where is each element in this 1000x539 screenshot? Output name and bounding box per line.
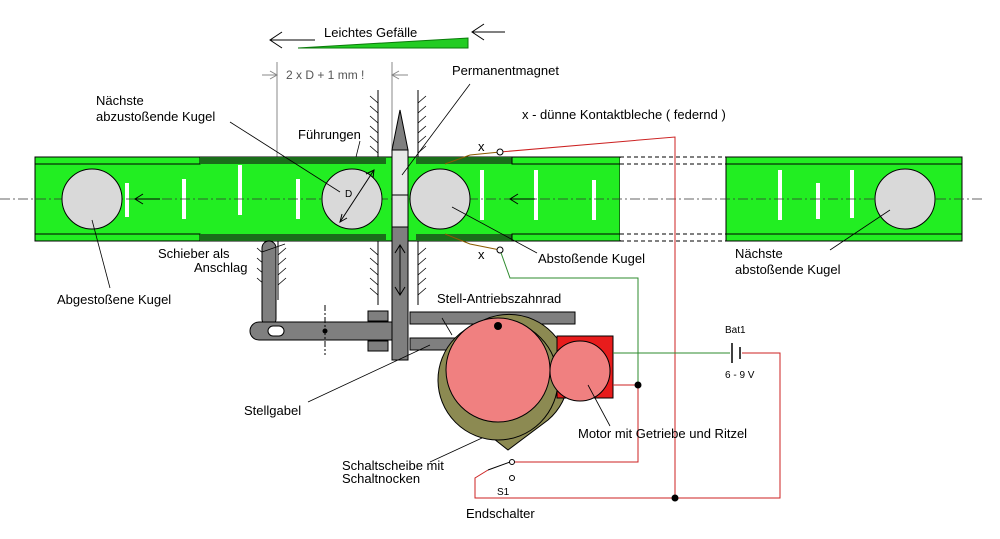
contacts-label: x - dünne Kontaktbleche ( federnd )	[522, 107, 726, 122]
cam-disc-label-2: Schaltnocken	[342, 471, 420, 486]
fork-label: Stellgabel	[244, 403, 301, 418]
slope-indicator: Leichtes Gefälle	[269, 23, 505, 49]
drive-gear-label: Stell-Antriebszahnrad	[437, 291, 561, 306]
permanent-magnet-label: Permanentmagnet	[452, 63, 559, 78]
repelling-ball-label: Abstoßende Kugel	[538, 251, 645, 266]
slider-label-2: Anschlag	[194, 260, 247, 275]
guides-label: Führungen	[298, 127, 361, 142]
direction-arrows	[134, 193, 535, 205]
cam-disc-label-1: Schaltscheibe mit	[342, 458, 444, 473]
leader-lines	[91, 83, 891, 463]
slope-label: Leichtes Gefälle	[324, 25, 417, 40]
dimension-label: 2 x D + 1 mm !	[286, 68, 364, 82]
switch-name-label: S1	[497, 487, 510, 498]
battery-voltage-label: 6 - 9 V	[725, 370, 755, 381]
battery	[731, 343, 741, 363]
battery-name-label: Bat1	[725, 325, 746, 336]
labels: Permanentmagnet Nächste abzustoßende Kug…	[57, 63, 841, 521]
next-repelling-label-2: abstoßende Kugel	[735, 262, 841, 277]
contact-springs	[444, 151, 501, 251]
magnet-plunger	[391, 109, 409, 361]
dimension-marker: 2 x D + 1 mm !	[262, 62, 408, 160]
motor-label: Motor mit Getriebe und Ritzel	[578, 426, 747, 441]
slider-label-1: Schieber als	[158, 246, 230, 261]
next-ball-label-1: Nächste	[96, 93, 144, 108]
motor	[549, 335, 614, 402]
diameter-label: D	[345, 189, 352, 200]
next-ball-label-2: abzustoßende Kugel	[96, 109, 215, 124]
contact-mark-bottom: x	[478, 247, 485, 262]
balls: D	[61, 168, 936, 230]
drive-gear	[437, 313, 570, 451]
next-repelling-label-1: Nächste	[735, 246, 783, 261]
contact-mark-top: x	[478, 139, 485, 154]
repelled-ball-label: Abgestoßene Kugel	[57, 292, 171, 307]
end-switch-label: Endschalter	[466, 506, 535, 521]
wiring	[474, 136, 781, 502]
